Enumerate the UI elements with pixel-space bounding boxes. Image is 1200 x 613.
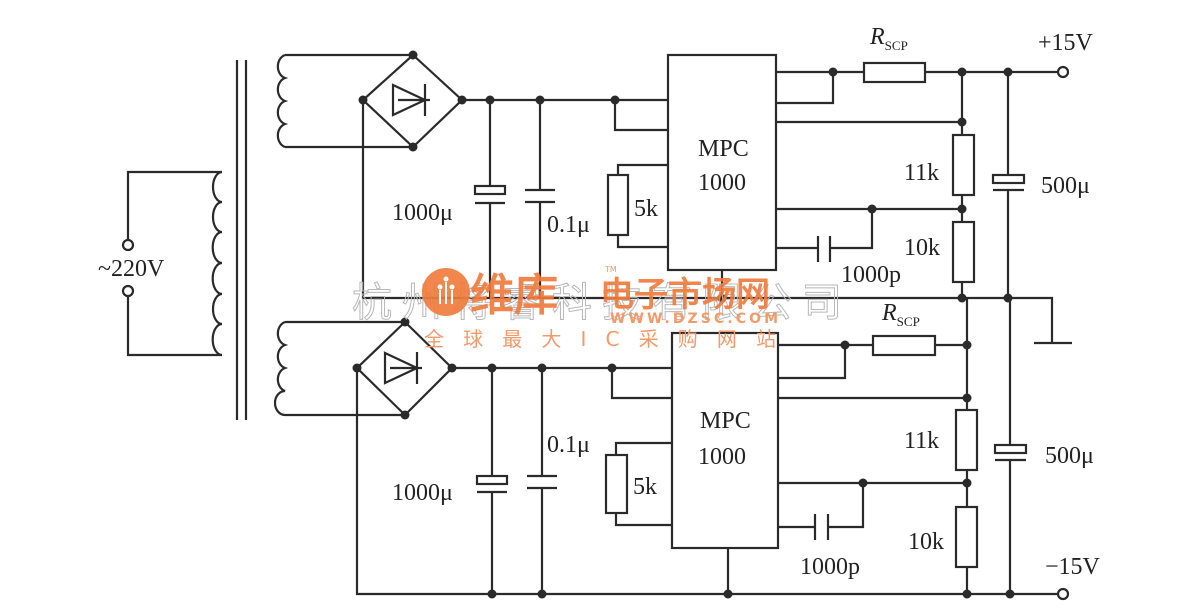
lower-5k-resistor xyxy=(604,453,629,515)
input-terminal-top xyxy=(121,238,135,252)
positive-output-terminal xyxy=(1056,65,1070,79)
upper-ic-label-line1: MPC xyxy=(698,136,749,162)
upper-5k-label: 5k xyxy=(634,196,658,222)
lower-11k-label: 11k xyxy=(904,428,939,454)
upper-rscp-resistor xyxy=(862,61,927,84)
lower-0.1u-label: 0.1μ xyxy=(547,432,590,458)
upper-11k-resistor xyxy=(951,133,976,197)
lower-1000u-label: 1000μ xyxy=(392,480,453,506)
lower-ic-label-line1: MPC xyxy=(700,408,751,434)
lower-ic-label-line2: 1000 xyxy=(698,444,746,470)
upper-1000p-label: 1000p xyxy=(841,262,901,288)
watermark: 杭州将睿科技有限公司 维库 电子市场网 TM WWW.DZSC.COM 全 球 … xyxy=(352,265,843,351)
lower-rscp-label: RSCP xyxy=(881,300,920,329)
upper-rscp-label: RSCP xyxy=(869,24,908,53)
upper-11k-label: 11k xyxy=(904,160,939,186)
negative-output-label: −15V xyxy=(1045,554,1101,580)
input-terminal-bottom xyxy=(121,284,135,298)
upper-500u-label: 500μ xyxy=(1041,173,1090,199)
negative-output-terminal xyxy=(1056,587,1070,601)
lower-1000p-capacitor xyxy=(813,514,830,540)
watermark-brand2: 电子市场网 xyxy=(600,275,770,315)
junction-dots xyxy=(352,50,1015,599)
lower-500u-label: 500μ xyxy=(1045,443,1094,469)
upper-1000u-label: 1000μ xyxy=(392,200,453,226)
lower-500u-capacitor xyxy=(993,443,1028,462)
lower-0.1u-capacitor xyxy=(527,474,557,490)
upper-10k-label: 10k xyxy=(904,235,940,261)
upper-bridge-rectifier xyxy=(361,53,464,149)
transformer-core xyxy=(235,60,248,420)
watermark-url: WWW.DZSC.COM xyxy=(610,311,778,327)
watermark-tm: TM xyxy=(604,265,617,274)
upper-1000u-capacitor xyxy=(473,184,507,205)
upper-5k-resistor xyxy=(606,173,630,237)
watermark-slogan: 全 球 最 大 I C 采 购 网 站 xyxy=(424,327,776,351)
upper-500u-capacitor xyxy=(991,173,1026,192)
lower-rscp-resistor xyxy=(871,334,937,357)
lower-5k-label: 5k xyxy=(633,474,657,500)
upper-0.1u-label: 0.1μ xyxy=(547,212,590,238)
lower-10k-label: 10k xyxy=(908,529,944,555)
lower-1000p-label: 1000p xyxy=(800,554,860,580)
positive-output-label: +15V xyxy=(1038,30,1094,56)
upper-mpc1000-ic xyxy=(666,53,778,272)
lower-secondary-winding xyxy=(273,320,405,417)
upper-wiring xyxy=(361,70,1072,345)
watermark-brand: 维库 xyxy=(470,270,558,321)
lower-1000u-capacitor xyxy=(475,474,509,494)
lower-11k-resistor xyxy=(954,408,979,472)
upper-0.1u-capacitor xyxy=(525,188,555,204)
upper-ic-label-line2: 1000 xyxy=(698,170,746,196)
lower-wiring xyxy=(355,298,1058,596)
primary-winding xyxy=(121,170,223,357)
upper-secondary-winding xyxy=(276,53,413,149)
lower-mpc1000-ic xyxy=(670,331,780,550)
upper-10k-resistor xyxy=(951,220,976,284)
lower-10k-resistor xyxy=(954,505,979,569)
upper-1000p-capacitor xyxy=(816,236,832,262)
input-voltage-label: ~220V xyxy=(98,256,165,282)
